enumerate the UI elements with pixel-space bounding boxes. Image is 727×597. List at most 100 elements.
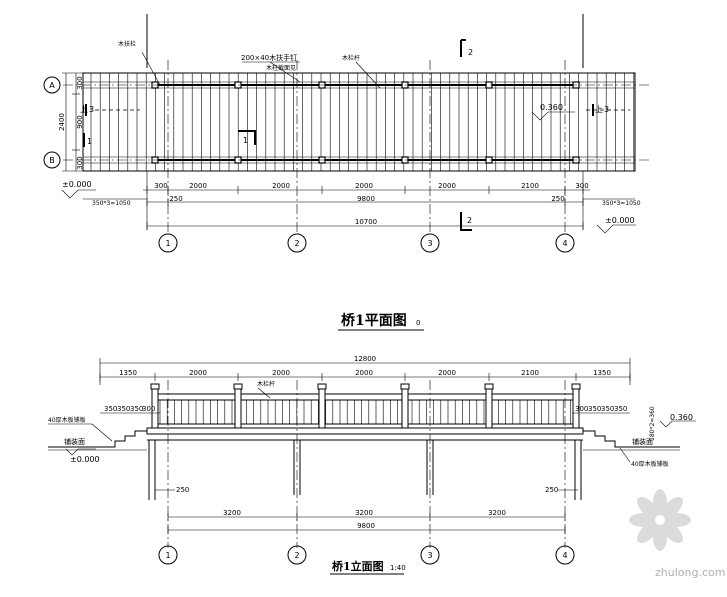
row-label-b: B [49, 156, 55, 165]
dim-span-1: 2000 [189, 182, 207, 190]
watermark-petal [659, 496, 684, 521]
dim-span-6: 300 [575, 182, 588, 190]
elevation-title: 桥1立面图 [332, 559, 384, 573]
elev-dim-bottom-0: 3200 [223, 509, 241, 517]
elev-axis-1: 1 [165, 551, 170, 560]
elev-dim-bottom-2: 3200 [488, 509, 506, 517]
elev-step-l-2: 350 [130, 405, 143, 413]
dim-plan-v3: 300 [76, 156, 84, 169]
elev-axis-2: 2 [294, 551, 299, 560]
elev-step-r-3: 350 [614, 405, 627, 413]
elev-dim-total: 12800 [354, 355, 376, 363]
elev-top-ticks [99, 373, 631, 381]
watermark-petal [636, 519, 661, 544]
elevation-title-scale: 1:40 [390, 564, 406, 572]
watermark-center [655, 515, 665, 525]
rail-post [234, 385, 242, 429]
plan-elevation-right: 0.360 [540, 103, 563, 112]
dim-side-right: 350*3=1050 [602, 200, 641, 207]
label-top-center-1: 200×40木扶手钉 [241, 53, 297, 62]
elevation-view: 12800 1350 2000 2000 2000 2000 2100 1350… [48, 355, 696, 575]
elev-step-l-1: 350 [117, 405, 130, 413]
plan-deck-outline [82, 72, 636, 172]
elev-dim-top-4: 2000 [438, 369, 456, 377]
dim-plan-v1: 300 [76, 76, 84, 89]
elev-dim-top-3: 2000 [355, 369, 373, 377]
elev-piles [148, 440, 582, 500]
elev-label-left-top: 40厚木板铺板 [48, 416, 86, 424]
watermark-petal [661, 513, 691, 527]
plan-rail-posts [151, 81, 580, 164]
label-top-right: 木栏杆 [342, 54, 360, 62]
rail-post [318, 385, 326, 429]
elev-dim-top-5: 2100 [521, 369, 539, 377]
label-top-left: 木扶栏 [118, 40, 136, 48]
row-label-a: A [49, 81, 55, 90]
dim-span-0: 300 [154, 182, 167, 190]
elev-label-step-right: 180*2=360 [649, 406, 656, 441]
elev-balusters [159, 400, 578, 424]
elev-elevation-right: 0.360 [670, 413, 693, 422]
elev-dim-bottom-total: 9800 [357, 522, 375, 530]
watermark-petal [636, 496, 661, 521]
post-cap [317, 383, 327, 390]
dim-total: 10700 [355, 218, 377, 226]
plan-axis-4: 4 [562, 239, 567, 248]
elev-dim-top-0: 1350 [119, 369, 137, 377]
cut-mark-right-arrow: 上 [595, 105, 603, 114]
elev-deck [146, 427, 584, 435]
elev-step-r-2: 350 [601, 405, 614, 413]
elev-axis-3: 3 [427, 551, 432, 560]
elev-dim-top-1: 2000 [189, 369, 207, 377]
section-mark-2-bottom: 2 [467, 216, 472, 225]
post-cap [400, 383, 410, 390]
elev-dim-pile-right: 250 [545, 486, 558, 494]
watermark: zhulong.com [629, 489, 725, 579]
elev-elevation-left: ±0.000 [70, 455, 100, 464]
post-cap [150, 383, 160, 390]
dim-span-3: 2000 [355, 182, 373, 190]
elev-step-l-0: 350 [104, 405, 117, 413]
dim-inner-right: 250 [551, 195, 564, 203]
elev-label-right-ground: 铺装面 [632, 437, 653, 446]
dim-span-4: 2000 [438, 182, 456, 190]
dim-inner-left: 250 [169, 195, 182, 203]
dim-side-left: 350*3=1050 [92, 200, 131, 207]
dim-plan-v2: 900 [76, 115, 84, 128]
label-top-center-2: 木柱截面见 [266, 64, 296, 72]
elev-rail-posts [150, 383, 581, 429]
plan-title: 桥1平面图 [341, 312, 407, 329]
plan-deck-boards [90, 73, 635, 171]
elev-step-r-1: 350 [588, 405, 601, 413]
watermark-petal [629, 513, 659, 527]
watermark-petal [653, 489, 667, 519]
elev-dim-top-2: 2000 [272, 369, 290, 377]
elev-step-r-0: 300 [575, 405, 588, 413]
plan-axis-2: 2 [294, 239, 299, 248]
watermark-petal [659, 519, 684, 544]
plan-elevation-bottom-right: ±0.000 [605, 216, 635, 225]
elev-dim-top-6: 1350 [593, 369, 611, 377]
cut-mark-left: 3 [89, 105, 94, 114]
dim-span-2: 2000 [272, 182, 290, 190]
cut-mark-left-arrow: 上 [80, 105, 88, 114]
dim-inner-center: 9800 [357, 195, 375, 203]
section-mark-1: 1 [243, 136, 248, 145]
watermark-logo [629, 489, 691, 551]
dim-span-5: 2100 [521, 182, 539, 190]
plan-axis-1: 1 [165, 239, 170, 248]
watermark-text: zhulong.com [655, 566, 725, 579]
elev-dim-pile-left: 250 [176, 486, 189, 494]
post-cap [571, 383, 581, 390]
watermark-petal [653, 521, 667, 551]
elev-axis-4: 4 [562, 551, 567, 560]
plan-axis-3: 3 [427, 239, 432, 248]
elev-label-left-ground: 铺装面 [64, 437, 85, 446]
post-cap [233, 383, 243, 390]
section-mark-1-left: 1 [87, 137, 92, 146]
plan-elevation-left: ±0.000 [62, 180, 92, 189]
rail-post [485, 385, 493, 429]
elev-dim-bottom-1: 3200 [355, 509, 373, 517]
elev-step-l-3: 300 [142, 405, 155, 413]
